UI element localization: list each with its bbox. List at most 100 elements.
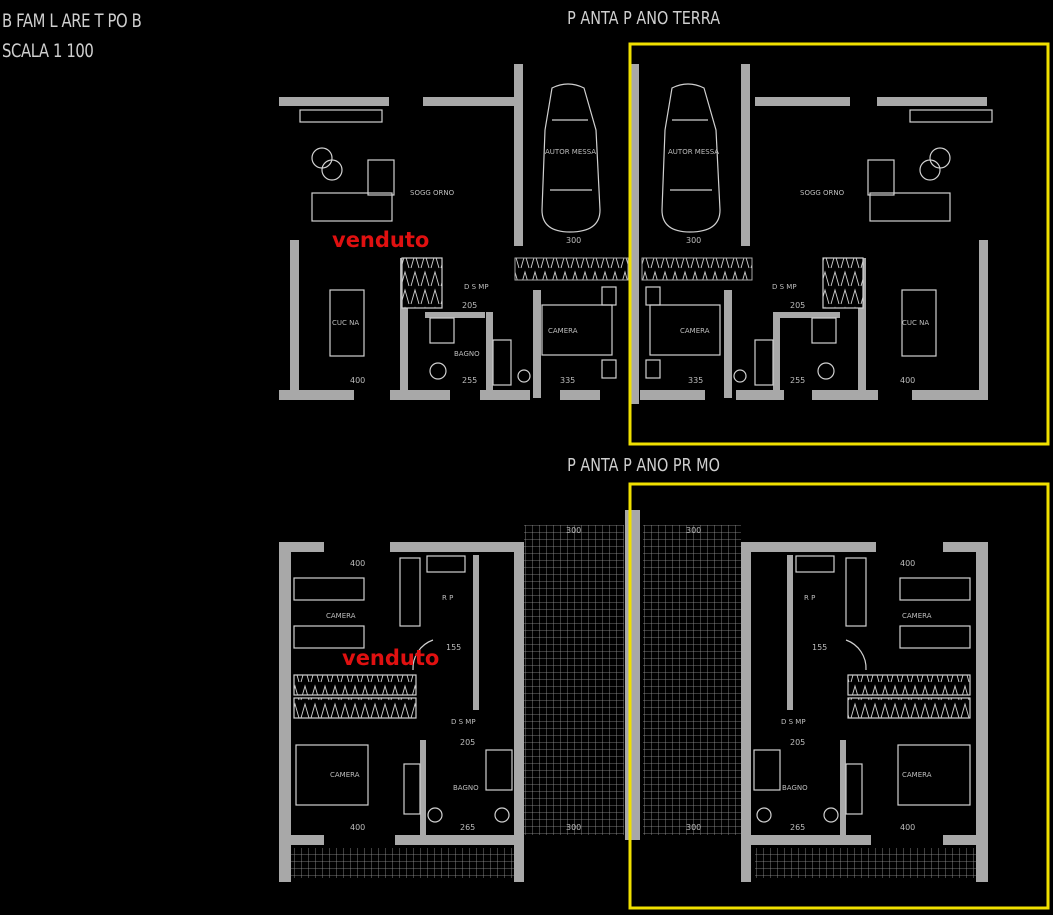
wall (480, 390, 530, 400)
wall (390, 542, 515, 552)
wall (630, 64, 639, 404)
dim-label: 255 (462, 376, 477, 385)
highlight-box-first (628, 482, 1050, 910)
wall (736, 390, 784, 400)
label-camera2-left: CAMERA (330, 771, 360, 779)
wall (473, 555, 479, 710)
dim-label: 300 (686, 526, 701, 535)
wall (912, 390, 988, 400)
wall (279, 390, 354, 400)
dim-label: 265 (460, 823, 475, 832)
label-camera1-left: CAMERA (326, 612, 356, 620)
terrace-left (524, 525, 624, 835)
label-cucina-right: CUC NA (902, 319, 929, 327)
wall (514, 542, 524, 882)
wall (724, 290, 732, 398)
label-bagno-left: BAGNO (454, 350, 480, 358)
ground-floor-title: P ANTA P ANO TERRA (567, 8, 721, 29)
dim-label: 155 (446, 643, 461, 652)
ground-floor-plan (279, 64, 988, 404)
dim-label: 205 (790, 301, 805, 310)
wall (395, 835, 515, 845)
label-rip-right: R P (804, 594, 815, 602)
wall (840, 740, 846, 838)
wall (787, 555, 793, 710)
dim-label: 205 (460, 738, 475, 747)
label-bagno1-left: BAGNO (453, 784, 479, 792)
dim-label: 400 (900, 376, 915, 385)
wall (858, 258, 866, 398)
label-garage-right: AUTOR MESSA (668, 148, 719, 156)
first-floor-fixtures (293, 555, 971, 823)
dim-label: 400 (350, 559, 365, 568)
ground-floor-fixtures (299, 83, 993, 386)
wall (780, 312, 840, 318)
wall (514, 64, 523, 246)
dim-label: 300 (566, 236, 581, 245)
wall (486, 312, 493, 398)
dim-label: 265 (790, 823, 805, 832)
wall (741, 64, 750, 246)
wall (400, 258, 408, 398)
label-camera1-right: CAMERA (902, 612, 932, 620)
wall (751, 835, 871, 845)
dim-label: 400 (900, 823, 915, 832)
dim-label: 335 (560, 376, 575, 385)
dim-label: 155 (812, 643, 827, 652)
sold-label-ground: venduto (332, 228, 430, 252)
wall (290, 240, 299, 400)
label-soggiorno-right: SOGG ORNO (800, 189, 845, 197)
wall (533, 290, 541, 398)
wall (560, 390, 600, 400)
dim-label: 300 (566, 526, 581, 535)
wall (425, 312, 485, 318)
dim-label: 205 (462, 301, 477, 310)
label-disimpegno-left: D S MP (464, 283, 489, 291)
wall (279, 97, 389, 106)
first-floor-title: P ANTA P ANO PR MO (567, 455, 720, 476)
wall (877, 97, 987, 106)
label-camera2-right: CAMERA (902, 771, 932, 779)
wall (640, 390, 705, 400)
label-camera-right: CAMERA (680, 327, 710, 335)
label-disimpegno-right: D S MP (772, 283, 797, 291)
dim-label: 205 (790, 738, 805, 747)
sold-label-first: venduto (342, 646, 440, 670)
dim-label: 400 (350, 823, 365, 832)
car-right (661, 83, 721, 233)
label-camera-left: CAMERA (548, 327, 578, 335)
wall (751, 542, 876, 552)
highlight-box-ground (628, 42, 1050, 446)
dim-label: 300 (686, 823, 701, 832)
wall (279, 542, 324, 552)
first-floor-plan (279, 510, 988, 882)
label-rip-left: R P (442, 594, 453, 602)
terrace-right (643, 525, 741, 835)
wall (976, 542, 988, 882)
scale-label: SCALA 1 100 (2, 40, 94, 62)
dim-label: 300 (566, 823, 581, 832)
wall (420, 740, 426, 838)
label-bagno1-right: BAGNO (782, 784, 808, 792)
wall (279, 835, 324, 845)
project-title: B FAM L ARE T PO B (2, 10, 142, 32)
wall (423, 97, 515, 106)
loggia-left (290, 848, 515, 878)
label-dis-right: D S MP (781, 718, 806, 726)
label-soggiorno-left: SOGG ORNO (410, 189, 455, 197)
dim-label: 335 (688, 376, 703, 385)
dim-label: 400 (350, 376, 365, 385)
label-garage-left: AUTOR MESSA (545, 148, 596, 156)
wall (741, 542, 751, 882)
car-left (541, 83, 601, 233)
wall (390, 390, 450, 400)
dim-label: 300 (686, 236, 701, 245)
wall (279, 542, 291, 882)
wall (773, 312, 780, 398)
label-dis-left: D S MP (451, 718, 476, 726)
wall (943, 835, 988, 845)
label-cucina-left: CUC NA (332, 319, 359, 327)
wall (979, 240, 988, 400)
loggia-right (755, 848, 980, 878)
